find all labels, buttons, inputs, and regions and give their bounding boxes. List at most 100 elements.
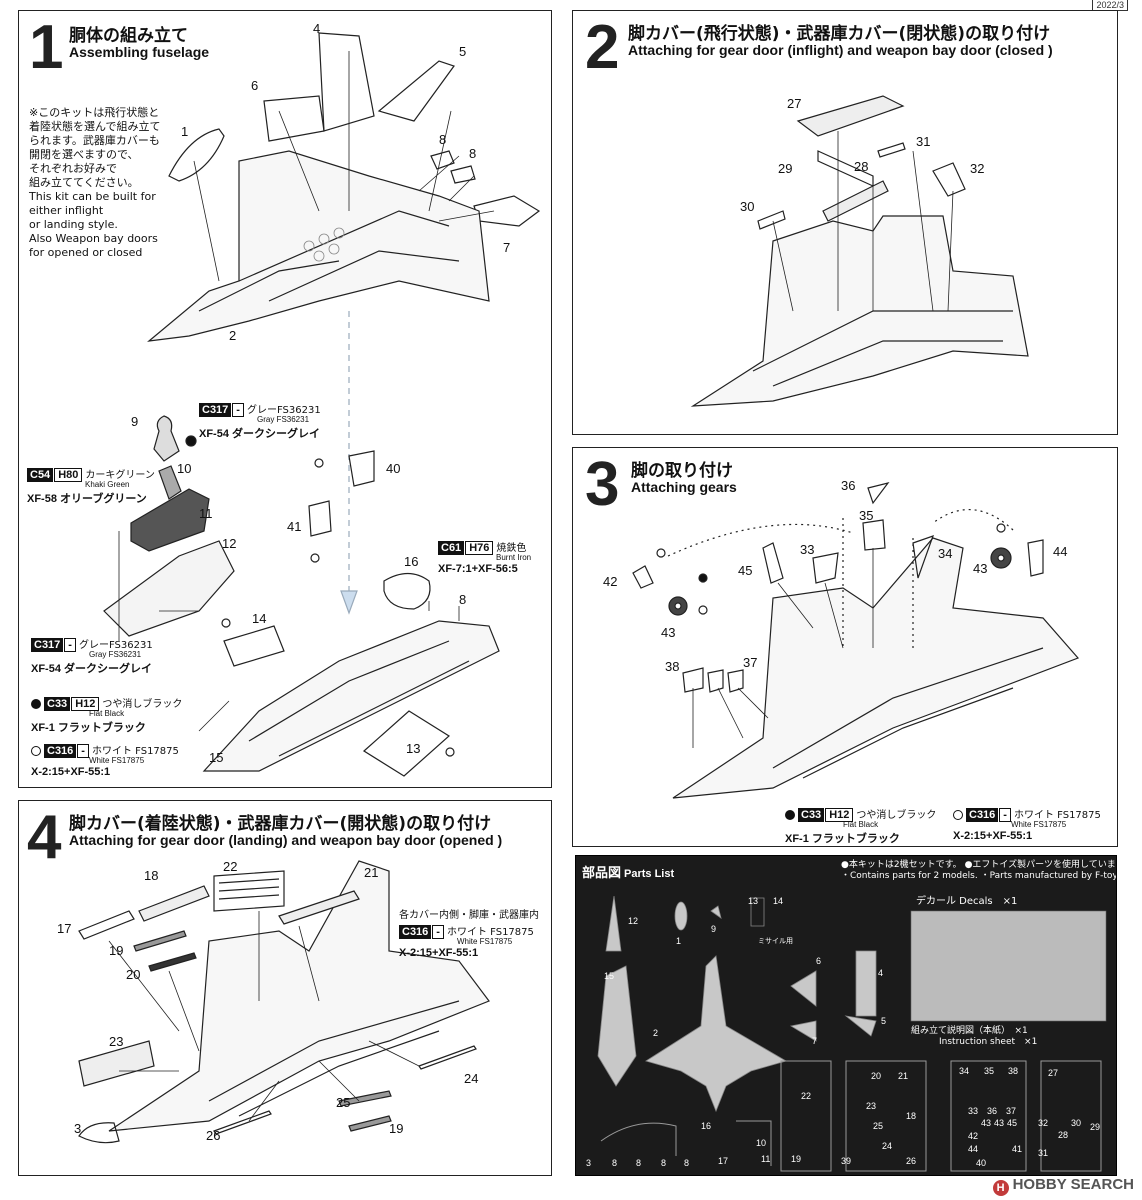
gear-door-part bbox=[932, 162, 966, 197]
step3-panel: 3 脚の取り付け Attaching gears bbox=[572, 447, 1118, 847]
parts-number: 22 bbox=[801, 1091, 812, 1101]
parts-number: 8 bbox=[684, 1158, 690, 1168]
weapon-rod bbox=[213, 1110, 272, 1135]
part-number: 21 bbox=[364, 865, 379, 880]
paint-code: C61 bbox=[438, 541, 465, 555]
filled-dot-icon bbox=[31, 699, 41, 710]
watermark-text: HOBBY SEARCH bbox=[1012, 1176, 1134, 1193]
canopy-part bbox=[168, 128, 225, 182]
gear-door-part bbox=[757, 210, 786, 230]
part-number: 19 bbox=[109, 943, 124, 958]
step1-number: 1 bbox=[29, 13, 64, 82]
note-line: られます。武器庫カバーも bbox=[29, 134, 160, 147]
part-number: 6 bbox=[251, 78, 259, 93]
open-dot-icon bbox=[31, 746, 41, 757]
gear-door-part bbox=[877, 142, 906, 158]
part-number: 8 bbox=[459, 592, 467, 607]
stabilizer-part bbox=[263, 95, 325, 142]
paint-name-en: Burnt Iron bbox=[496, 553, 532, 562]
step2-diagram bbox=[690, 95, 1029, 407]
gear-strut-part bbox=[1027, 539, 1044, 577]
parts-note-1-jp: ●本キットは2機セットです。 bbox=[841, 860, 962, 870]
filled-dot-icon bbox=[785, 810, 795, 821]
aircraft-body bbox=[108, 860, 490, 1132]
instruction-label-jp: 組み立て説明図（本紙） ×1 bbox=[911, 1026, 1028, 1036]
step3-title-jp: 脚の取り付け bbox=[631, 461, 733, 481]
step2-title-en: Attaching for gear door (inflight) and w… bbox=[628, 42, 1053, 58]
parts-number: 20 bbox=[871, 1071, 882, 1081]
parts-number: 28 bbox=[1058, 1130, 1069, 1140]
instruction-label: 組み立て説明図（本紙） ×1 Instruction sheet ×1 bbox=[911, 1026, 1037, 1048]
parts-number: 4 bbox=[878, 968, 884, 978]
parts-number: 9 bbox=[711, 924, 717, 934]
part-silhouette bbox=[750, 897, 765, 927]
parts-number: 30 bbox=[1071, 1118, 1082, 1128]
paint-name-en: White FS17875 bbox=[457, 937, 513, 946]
tail-plane-part bbox=[473, 195, 541, 227]
paint-name-en: Flat Black bbox=[843, 820, 879, 829]
paint-code-alt: H80 bbox=[54, 468, 83, 482]
fin-part bbox=[318, 32, 375, 132]
pilot-figure bbox=[153, 415, 180, 462]
paint-name-jp: 焼鉄色 bbox=[496, 543, 527, 554]
parts-number: 7 bbox=[812, 1036, 818, 1046]
parts-number: 11 bbox=[761, 1154, 771, 1164]
parts-number: 17 bbox=[718, 1156, 729, 1166]
missile-part bbox=[133, 930, 187, 952]
step3-number: 3 bbox=[585, 450, 620, 519]
parts-number: 37 bbox=[1006, 1106, 1017, 1116]
parts-number: 8 bbox=[661, 1158, 667, 1168]
step2-title-jp: 脚カバー(飛行状態)・武器庫カバー(閉状態)の取り付け bbox=[628, 24, 1051, 44]
paint-mix: XF-1 フラットブラック bbox=[31, 722, 146, 734]
parts-number: 19 bbox=[791, 1154, 802, 1164]
step2-panel: 2 脚カバー(飛行状態)・武器庫カバー(閉状態)の取り付け Attaching … bbox=[572, 10, 1118, 435]
note-line: either inflight bbox=[29, 204, 104, 217]
sprue-frame bbox=[1040, 1060, 1102, 1172]
paint-name-en: Flat Black bbox=[89, 709, 125, 718]
parts-number: 31 bbox=[1038, 1148, 1049, 1158]
part-silhouette bbox=[844, 1015, 877, 1037]
parts-number: 23 bbox=[866, 1101, 877, 1111]
bay-door-part bbox=[78, 910, 135, 940]
part-number: 32 bbox=[970, 161, 985, 176]
parts-list-title-jp: 部品図 bbox=[582, 866, 622, 881]
part-number: 36 bbox=[841, 478, 856, 493]
part-silhouette bbox=[789, 1020, 817, 1042]
part-number: 33 bbox=[800, 542, 815, 557]
part-number: 35 bbox=[859, 508, 874, 523]
note-line: or landing style. bbox=[29, 218, 118, 231]
part-number: 9 bbox=[131, 414, 139, 429]
part-number: 38 bbox=[665, 659, 680, 674]
paint-code-alt: - bbox=[232, 403, 244, 417]
paint-code: C316 bbox=[399, 925, 432, 939]
parts-number: 40 bbox=[976, 1158, 987, 1168]
step3-title-en: Attaching gears bbox=[631, 479, 737, 495]
paint-name-jp: グレーFS36231 bbox=[78, 640, 153, 651]
paint-callout: C317-グレーFS36231 Gray FS36231 XF-54 ダークシー… bbox=[31, 636, 153, 676]
missile-part bbox=[148, 952, 197, 972]
note-line: This kit can be built for bbox=[29, 190, 156, 203]
part-number: 2 bbox=[229, 328, 237, 343]
sprue-frame bbox=[780, 1060, 832, 1172]
step3-diagram bbox=[632, 482, 1080, 799]
note-line: 開閉を選べますので、 bbox=[29, 148, 139, 161]
step4-number: 4 bbox=[27, 803, 62, 872]
step1-note: ※このキットは飛行状態と 着陸状態を選んで組み立て られます。武器庫カバーも 開… bbox=[29, 106, 160, 260]
gear-strut-part bbox=[632, 565, 654, 589]
step1-title-en: Assembling fuselage bbox=[69, 44, 210, 60]
part-number: 4 bbox=[313, 21, 321, 36]
part-number: 43 bbox=[661, 625, 676, 640]
note-line: Also Weapon bay doors bbox=[29, 232, 158, 245]
bay-door-part bbox=[78, 1040, 155, 1087]
paint-mix: XF-7:1+XF-56:5 bbox=[438, 563, 518, 575]
weapon-door-part bbox=[363, 710, 450, 777]
parts-number: 24 bbox=[882, 1141, 893, 1151]
paint-mix: XF-54 ダークシーグレイ bbox=[31, 663, 153, 675]
part-number: 24 bbox=[464, 1071, 479, 1086]
part-number: 12 bbox=[222, 536, 237, 551]
gear-door-part bbox=[812, 552, 839, 584]
parts-note-1-en: ・Contains parts for 2 models. bbox=[841, 871, 978, 881]
sprue-frame bbox=[845, 1060, 927, 1172]
paint-code: C54 bbox=[27, 468, 54, 482]
